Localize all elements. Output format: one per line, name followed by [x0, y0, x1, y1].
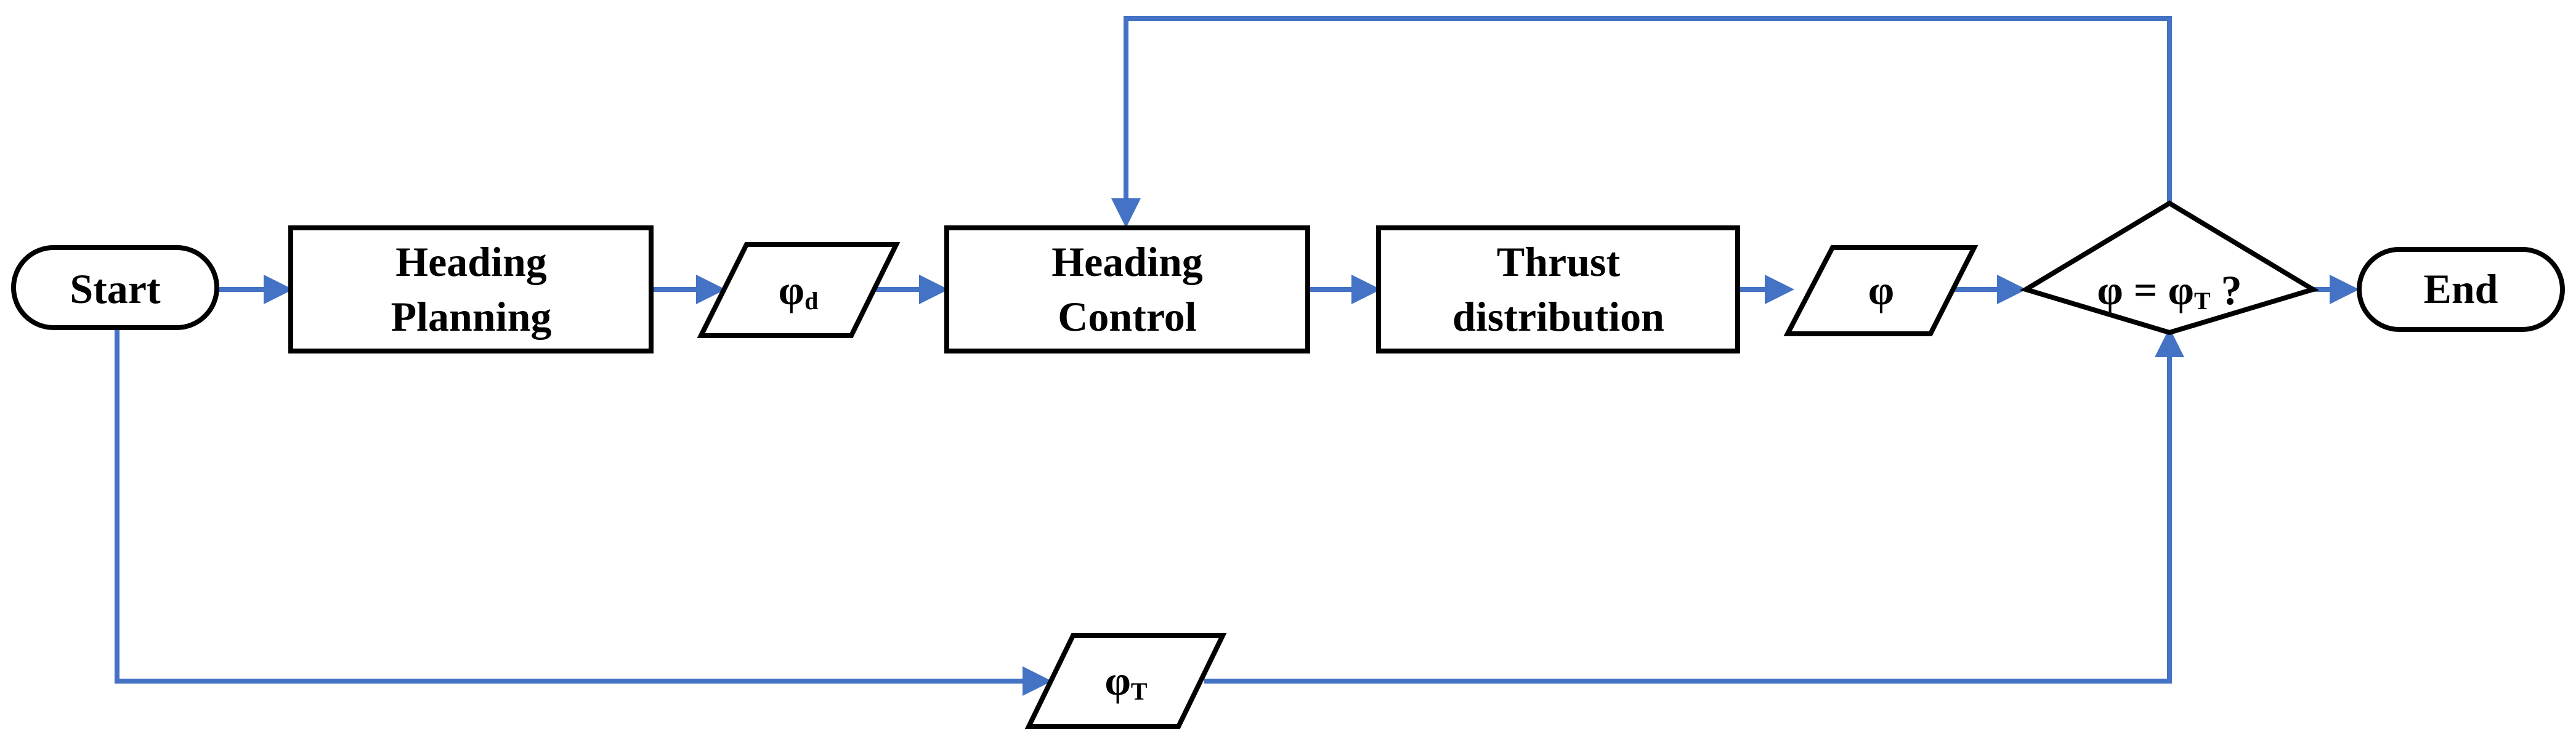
- arrow-start-to-phi-t: [115, 328, 1052, 696]
- phi-d-symbol: φ: [779, 267, 804, 313]
- decision-right: ?: [2211, 267, 2242, 313]
- phi-t-data: φT: [1024, 633, 1227, 729]
- thrust-distribution-line1: Thrust: [1497, 238, 1621, 285]
- heading-planning-line1: Heading: [395, 238, 547, 285]
- heading-planning-box: Heading Planning: [288, 225, 654, 353]
- phi-t-subscript: T: [1131, 677, 1148, 705]
- phi-data: φ: [1783, 245, 1979, 336]
- start-terminator: Start: [11, 245, 219, 330]
- start-label: Start: [70, 265, 161, 312]
- decision-label: φ = φT ?: [2097, 267, 2242, 315]
- heading-control-line1: Heading: [1051, 238, 1203, 285]
- decision-diamond: φ = φT ?: [2020, 200, 2319, 336]
- phi-d-subscript: d: [804, 287, 818, 315]
- arrow-phi-t-to-decision: [1204, 328, 2184, 684]
- feedback-loop-decision-to-control: [1111, 16, 2172, 228]
- thrust-distribution-line2: distribution: [1452, 293, 1664, 340]
- decision-left: φ = φ: [2097, 267, 2194, 313]
- heading-control-line2: Control: [1058, 293, 1196, 340]
- phi-t-symbol: φ: [1104, 657, 1130, 704]
- end-label: End: [2424, 265, 2498, 312]
- connectors: [115, 16, 2359, 696]
- heading-control-box: Heading Control: [944, 225, 1310, 353]
- heading-planning-line2: Planning: [391, 293, 552, 340]
- decision-subscript: T: [2194, 287, 2211, 315]
- phi-t-label: φT: [1104, 657, 1147, 705]
- end-terminator: End: [2357, 247, 2565, 332]
- phi-d-data: φd: [697, 242, 901, 338]
- phi-d-label: φd: [779, 267, 819, 315]
- phi-label: φ: [1868, 267, 1894, 313]
- thrust-distribution-box: Thrust distribution: [1376, 225, 1740, 353]
